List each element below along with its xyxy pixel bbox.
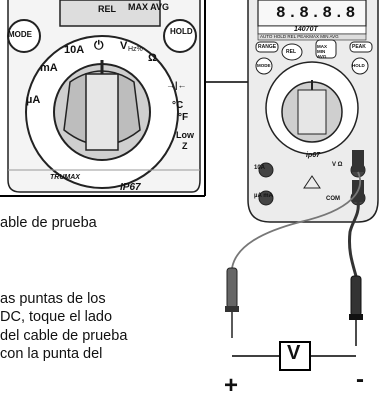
voltmeter-symbol: V — [287, 342, 301, 364]
zoom-dial-lowz-2: Z — [182, 141, 188, 151]
zoom-brand-logo: TRUMAX — [50, 174, 80, 181]
plus-sign: + — [224, 372, 239, 399]
zoom-mode-label: MODE — [8, 30, 32, 39]
instruction-line-4: del cable de prueba — [0, 328, 128, 344]
ohm-icon: Ω — [148, 52, 157, 64]
instruction-line-1: able de prueba — [0, 215, 97, 231]
zoom-dial-v-sub: Hz% — [128, 46, 143, 53]
range-button[interactable] — [255, 41, 279, 53]
minus-sign: - — [356, 366, 364, 393]
range-label: RANGE — [258, 44, 277, 50]
max-min-avg-label: MAX MIN AVG — [317, 44, 327, 59]
display-digits: 8.8.8.8 — [276, 4, 358, 22]
zoom-hold-label: HOLD — [170, 27, 193, 36]
zoom-dial-v: V — [120, 40, 128, 52]
zoom-mode-button[interactable] — [7, 19, 41, 53]
instruction-line-2: as puntas de los — [0, 291, 106, 307]
instruction-line-5: con la punta del — [0, 346, 103, 362]
zoom-dial-10a: 10A — [64, 44, 85, 56]
model-number: 14070T — [294, 26, 318, 33]
capacitor-icon: →|← — [166, 80, 187, 90]
zoom-dial-temp-c: °C — [172, 100, 184, 111]
zoom-max-avg-label: MAX AVG — [128, 2, 170, 12]
zoom-rel-label: REL — [98, 4, 116, 14]
rel-button[interactable] — [281, 43, 303, 61]
peak-label: PEAK — [352, 44, 366, 50]
rel-label: REL — [286, 49, 296, 55]
zoom-dial-lowz: Low — [176, 130, 194, 140]
mode-button[interactable] — [255, 57, 273, 75]
jack-v-ohm-label: V Ω — [332, 162, 343, 168]
power-icon: ⏻ — [94, 38, 104, 52]
hold-button[interactable] — [351, 57, 369, 75]
max-min-avg-button[interactable] — [315, 39, 337, 59]
mode-label: MODE — [257, 63, 271, 68]
peak-button[interactable] — [349, 41, 373, 53]
multimeter — [247, 0, 379, 223]
dial-zoom-illustration — [0, 0, 206, 197]
hold-label: HOLD — [352, 63, 365, 68]
zoom-hold-button[interactable] — [163, 19, 197, 53]
zoom-dial-ma: mA — [40, 62, 58, 74]
meter-ip67-logo: ip67 — [306, 152, 321, 159]
display-status-line: AUTO HOLD REL PEAKMAX MIN AVG — [260, 34, 339, 39]
jack-com-label: COM — [326, 196, 340, 202]
zoom-dial-ua: µA — [26, 94, 41, 106]
jack-ua-ma-label: µA mA — [254, 193, 273, 199]
jack-10a-label: 10A — [254, 165, 266, 171]
zoom-ip67-logo: IP67 — [120, 182, 141, 193]
instruction-line-3: DC, toque el lado — [0, 309, 113, 325]
zoom-dial-temp-f: °F — [178, 112, 189, 123]
